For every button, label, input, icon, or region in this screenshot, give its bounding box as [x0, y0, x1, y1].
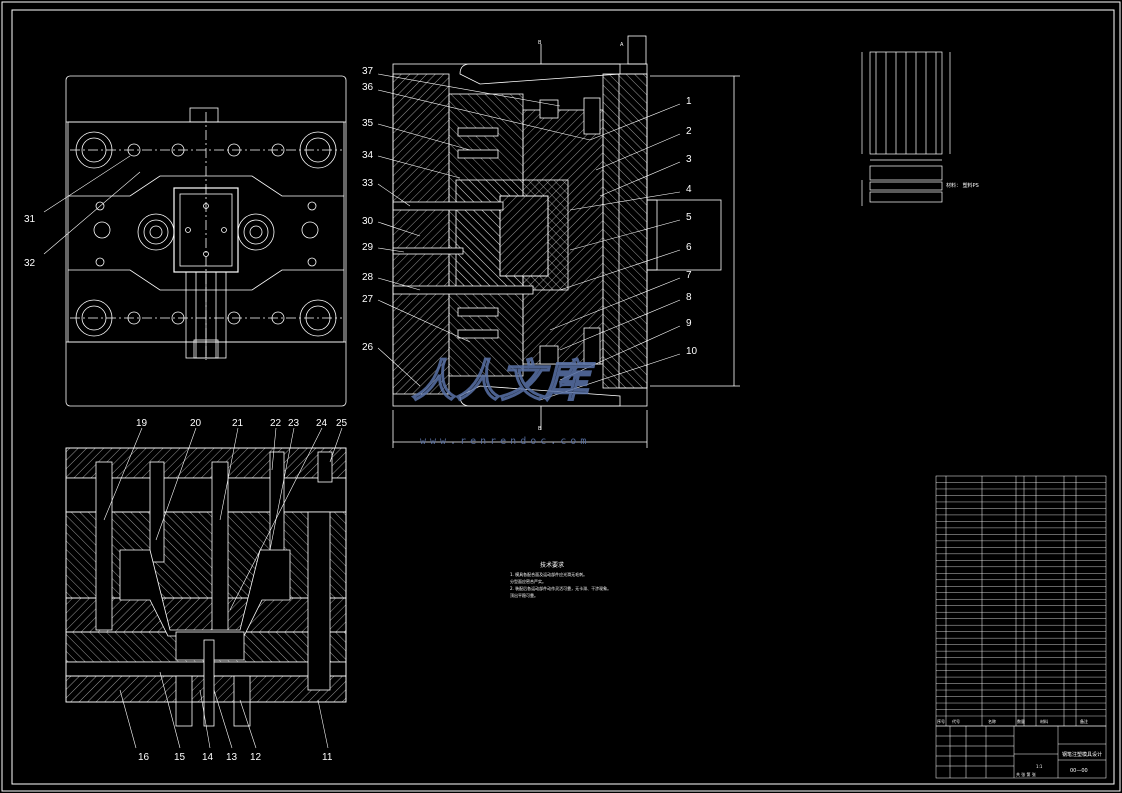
callout-10: 10	[686, 346, 698, 357]
title-block	[935, 725, 1107, 779]
tech-line-2: 分型面应密合严实。	[510, 578, 546, 584]
callout-6: 6	[686, 242, 692, 253]
callout-37: 37	[362, 66, 374, 77]
callout-12: 12	[250, 752, 262, 763]
callout-9: 9	[686, 318, 692, 329]
lower-section-view	[65, 447, 347, 727]
svg-text:材料: 材料	[1040, 718, 1048, 724]
callouts-bottom	[103, 427, 343, 749]
svg-text:A: A	[620, 42, 624, 48]
callout-1: 1	[686, 96, 692, 107]
callout-11: 11	[322, 752, 333, 763]
drawing-scale: 1:1	[1036, 764, 1043, 769]
callout-4: 4	[686, 184, 692, 195]
callout-28: 28	[362, 272, 374, 283]
callout-31: 31	[24, 214, 36, 225]
bom-header: 序号 代号 名称 数量 材料 备注	[937, 718, 1088, 724]
callouts-left-labels: 37 36 35 34 33 30 29 28 27 26	[362, 66, 374, 353]
svg-text:备注: 备注	[1080, 718, 1088, 724]
product-material-note: 材料： 塑料PS	[946, 182, 979, 189]
bom-table	[935, 475, 1107, 727]
watermark-url: www.renrendoc.com	[420, 436, 590, 447]
main-section-view	[392, 35, 740, 448]
callout-25: 25	[336, 418, 348, 429]
svg-text:B: B	[538, 40, 542, 46]
callout-34: 34	[362, 150, 374, 161]
callout-19: 19	[136, 418, 148, 429]
callout-27: 27	[362, 294, 374, 305]
inner-border	[11, 9, 1115, 785]
callout-14: 14	[202, 752, 214, 763]
callout-15: 15	[174, 752, 186, 763]
callouts-right-labels: 1 2 3 4 5 6 7 8 9 10	[686, 96, 698, 357]
callout-29: 29	[362, 242, 374, 253]
callout-30: 30	[362, 216, 374, 227]
watermark: 人人文库 www.renrendoc.com	[411, 355, 596, 447]
tech-requirements-title: 技术要求	[540, 561, 564, 569]
section-marks: B B A	[538, 40, 624, 432]
svg-text:数量: 数量	[1017, 718, 1025, 724]
callout-16: 16	[138, 752, 150, 763]
callout-24: 24	[316, 418, 328, 429]
callouts-bottom-labels: 19 20 21 22 23 24 25 16 15 14 13 12 11	[136, 418, 348, 763]
tech-line-4: 顶出平稳可靠。	[510, 592, 538, 598]
callout-35: 35	[362, 118, 374, 129]
bom-rows	[936, 482, 1106, 717]
callout-8: 8	[686, 292, 692, 303]
callout-13: 13	[226, 752, 238, 763]
plan-callouts: 31 32	[24, 155, 141, 269]
callouts-right	[539, 103, 681, 401]
callout-36: 36	[362, 82, 374, 93]
callout-33: 33	[362, 178, 374, 189]
svg-text:代号: 代号	[952, 718, 960, 724]
title-block-text: 钢笔注塑模具设计 00—00 1:1 共 张 第 张	[1016, 751, 1102, 777]
callouts-left	[377, 73, 591, 387]
callout-3: 3	[686, 154, 692, 165]
plan-view	[65, 75, 347, 407]
callout-20: 20	[190, 418, 202, 429]
tech-line-3: 2. 装配后各运动部件动作灵活可靠，无卡滞、干涉现象。	[510, 585, 611, 591]
svg-text:B: B	[538, 426, 542, 432]
callout-23: 23	[288, 418, 300, 429]
tech-requirements: 技术要求 1. 模具各配合面及运动部件应光滑无毛刺。 分型面应密合严实。 2. …	[510, 561, 611, 598]
callout-32: 32	[24, 258, 36, 269]
sheet-count: 共 张 第 张	[1016, 771, 1036, 777]
callout-26: 26	[362, 342, 374, 353]
drawing-title: 钢笔注塑模具设计	[1062, 751, 1102, 758]
tech-line-1: 1. 模具各配合面及运动部件应光滑无毛刺。	[510, 571, 587, 577]
product-detail	[861, 51, 951, 206]
callout-2: 2	[686, 126, 692, 137]
callout-21: 21	[232, 418, 244, 429]
callout-7: 7	[686, 270, 692, 281]
drawing-number: 00—00	[1070, 768, 1088, 774]
watermark-brand: 人人文库	[412, 356, 595, 407]
svg-text:序号: 序号	[937, 718, 945, 724]
callout-22: 22	[270, 418, 282, 429]
callout-5: 5	[686, 212, 692, 223]
svg-text:名称: 名称	[988, 718, 996, 724]
